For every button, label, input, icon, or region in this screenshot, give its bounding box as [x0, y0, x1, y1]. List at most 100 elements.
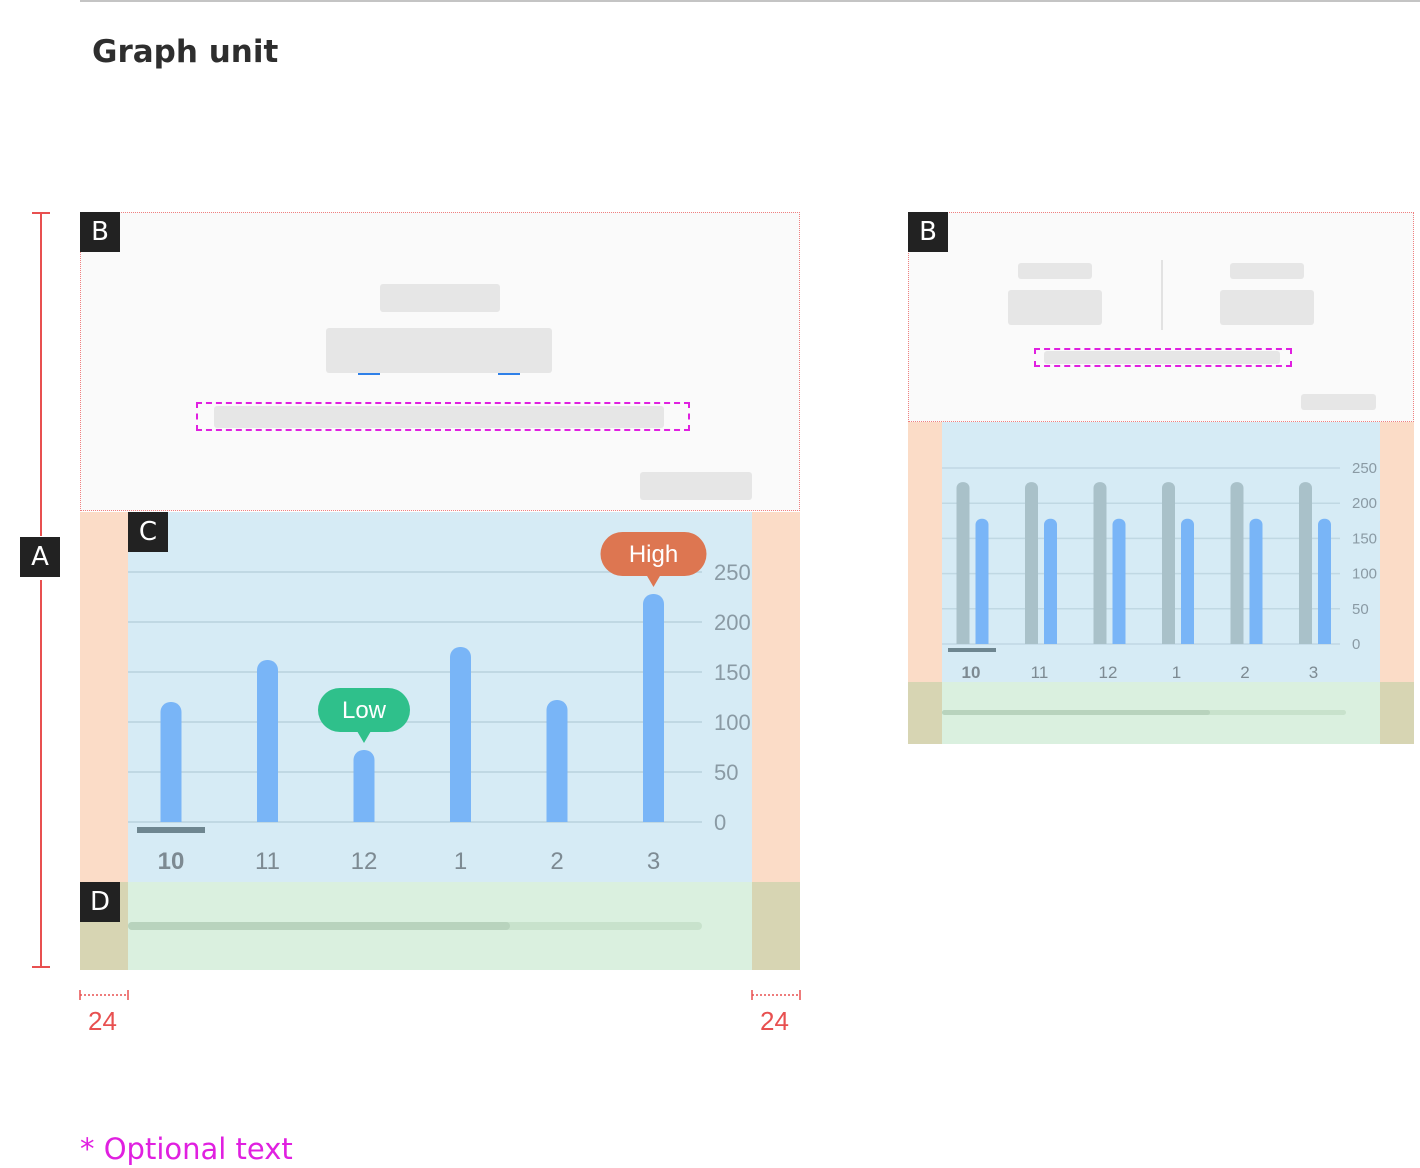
badge-pointer	[646, 575, 661, 587]
height-indicator-a	[32, 212, 50, 968]
bar	[1249, 518, 1263, 644]
y-tick-label: 50	[714, 760, 738, 785]
bar	[643, 594, 664, 822]
measure-right	[751, 990, 801, 1000]
measure-right-label: 24	[760, 1006, 789, 1036]
y-tick-label: 200	[1352, 495, 1377, 512]
x-tick-label: 2	[1240, 663, 1249, 682]
low-badge-label: Low	[342, 697, 387, 724]
compact-divider	[1161, 260, 1163, 330]
compact-corner-left	[908, 682, 942, 744]
selected-indicator	[948, 648, 996, 652]
bar-base	[450, 810, 471, 822]
bar	[546, 700, 568, 822]
bar-base	[643, 810, 664, 822]
x-tick-label: 12	[1099, 663, 1118, 682]
left-padding	[80, 512, 128, 882]
optional-text-note: * Optional text	[80, 1132, 293, 1166]
scroll-thumb[interactable]	[128, 922, 510, 930]
x-tick-label: 12	[351, 848, 378, 875]
badge-pointer	[357, 731, 371, 743]
bar-base	[546, 810, 568, 822]
bar-base	[1044, 636, 1057, 644]
x-tick-label: 11	[255, 848, 280, 875]
bar-base	[160, 810, 182, 822]
header-value-placeholder	[326, 328, 552, 373]
bar-base	[1162, 636, 1175, 644]
bar	[1093, 482, 1107, 644]
label-b-compact: B	[908, 212, 948, 252]
optional-text-placeholder	[214, 406, 664, 428]
bar	[1025, 482, 1038, 644]
bar	[975, 518, 989, 644]
y-tick-label: 100	[714, 710, 751, 735]
compact-optional-outline	[1034, 348, 1292, 367]
bar	[956, 482, 970, 644]
measure-left	[79, 990, 129, 1000]
x-tick-label: 1	[454, 848, 467, 875]
bar-base	[257, 810, 278, 822]
compact-link-placeholder	[1301, 394, 1376, 410]
compact-left-padding	[908, 422, 942, 682]
bar-base	[1025, 636, 1038, 644]
bar	[1230, 482, 1244, 644]
bar	[1299, 482, 1312, 644]
y-tick-label: 250	[1352, 460, 1377, 477]
right-padding	[752, 512, 800, 882]
compact-right-padding	[1380, 422, 1414, 682]
compact-value-right	[1220, 290, 1314, 325]
compact-value-left	[1008, 290, 1102, 325]
optional-text-outline	[196, 402, 690, 431]
bar	[450, 647, 471, 822]
corner-right	[752, 882, 800, 970]
label-a: A	[20, 537, 60, 577]
y-tick-label: 150	[1352, 530, 1377, 547]
low-badge	[318, 688, 410, 732]
bar	[353, 750, 375, 822]
x-tick-label: 10	[962, 663, 981, 682]
high-badge	[600, 532, 707, 576]
bar	[1044, 518, 1057, 644]
y-tick-label: 0	[1352, 636, 1360, 653]
label-c: C	[128, 512, 168, 552]
bar-base	[1318, 636, 1331, 644]
y-tick-label: 0	[714, 810, 726, 835]
compact-scroll-thumb[interactable]	[942, 710, 1210, 715]
x-tick-label: 1	[1172, 663, 1181, 682]
compact-title-left	[1018, 263, 1092, 279]
bar-base	[1230, 636, 1244, 644]
x-tick-label: 2	[550, 848, 563, 875]
compact-corner-right	[1380, 682, 1414, 744]
y-tick-label: 250	[714, 560, 751, 585]
label-b: B	[80, 212, 120, 252]
x-tick-label: 10	[158, 848, 185, 875]
bar	[1318, 518, 1331, 644]
x-tick-label: 3	[1309, 663, 1318, 682]
y-tick-label: 150	[714, 660, 751, 685]
bar-base	[353, 810, 375, 822]
compact-optional-placeholder	[1044, 351, 1280, 364]
y-tick-label: 50	[1352, 601, 1369, 618]
bar	[1162, 482, 1175, 644]
bar	[160, 702, 182, 822]
header-title-placeholder	[380, 284, 500, 312]
bar-base	[1093, 636, 1107, 644]
selected-indicator	[137, 827, 205, 833]
bar-base	[1112, 636, 1126, 644]
bar-base	[975, 636, 989, 644]
measure-left-label: 24	[88, 1006, 117, 1036]
page-title: Graph unit	[92, 34, 279, 70]
label-d: D	[80, 882, 120, 922]
bar-base	[1181, 636, 1194, 644]
high-badge-label: High	[629, 541, 678, 568]
bar	[257, 660, 278, 822]
bar-base	[1299, 636, 1312, 644]
y-tick-label: 200	[714, 610, 751, 635]
header-link-placeholder	[640, 472, 752, 500]
bar-base	[956, 636, 970, 644]
x-tick-label: 3	[647, 848, 660, 875]
bar-base	[1249, 636, 1263, 644]
bar	[1181, 518, 1194, 644]
